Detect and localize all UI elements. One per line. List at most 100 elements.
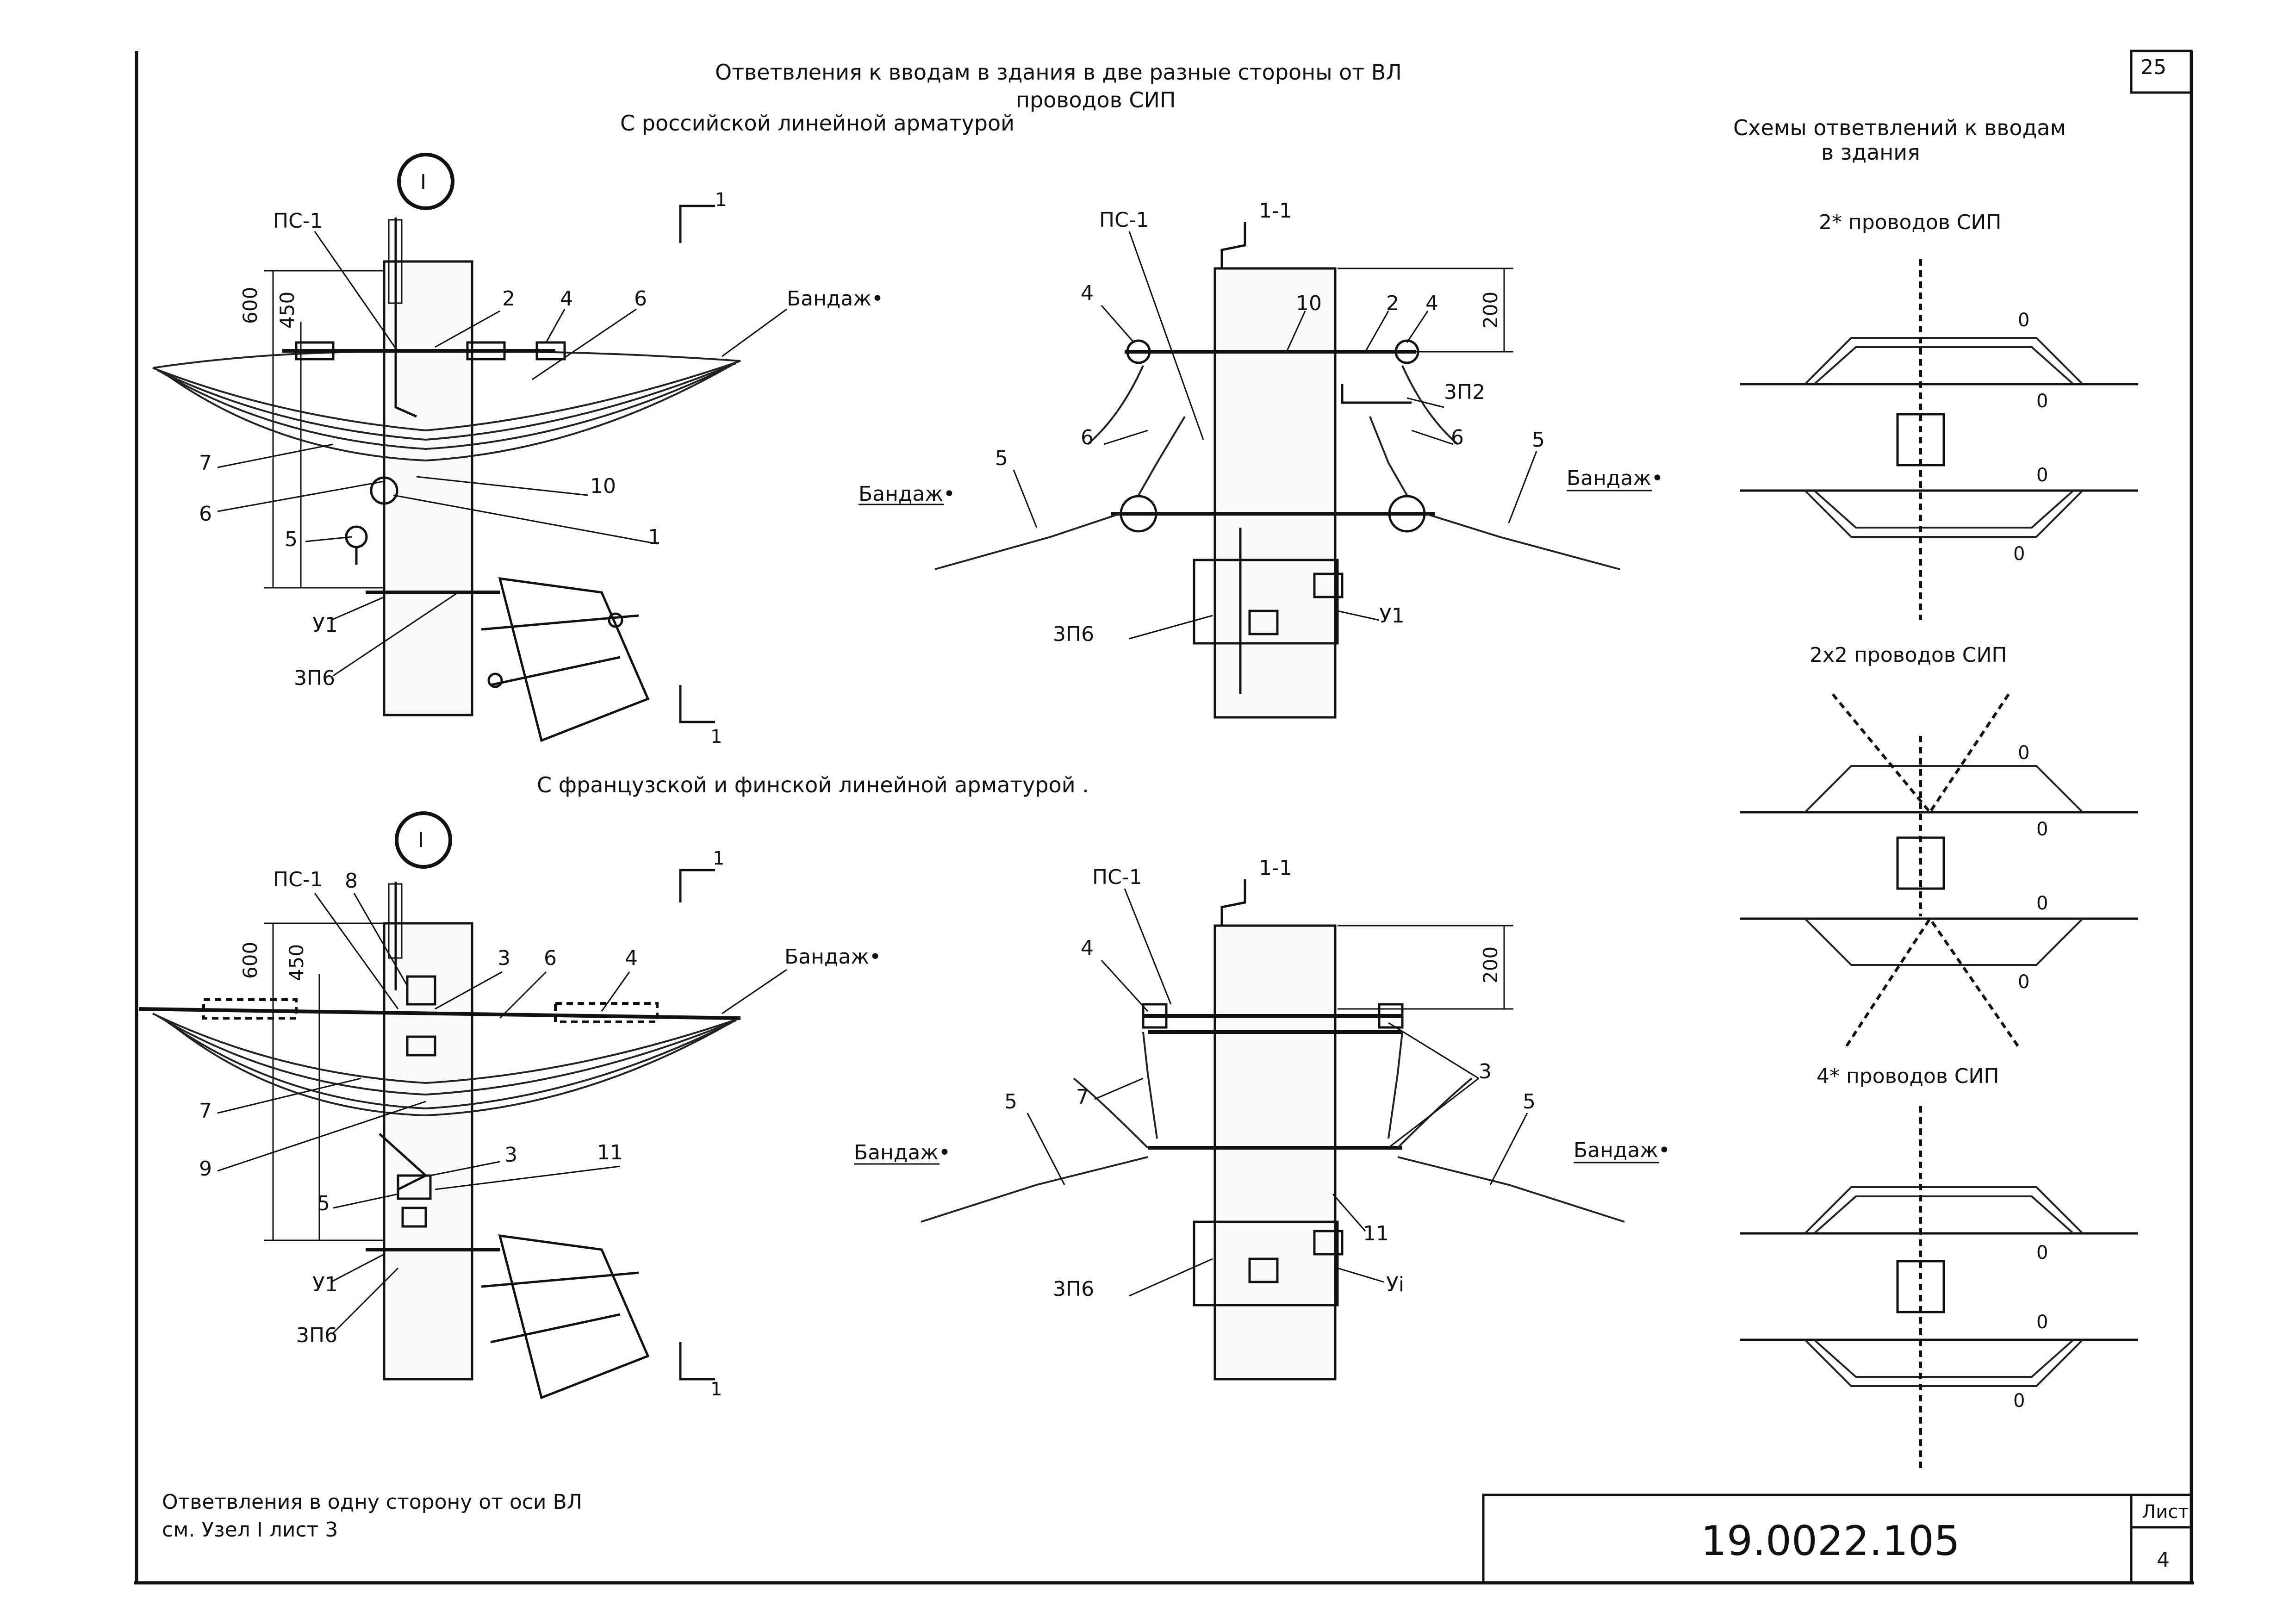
node-marker-label-2: I (418, 828, 424, 852)
callout-6-section-right: 6 (1451, 426, 1464, 449)
callout-5-b: 5 (317, 1192, 330, 1215)
callout-4-b: 4 (625, 946, 638, 970)
label-zp6-section: 3П6 (1053, 622, 1094, 646)
main-title-line1: Ответвления к вводам в здания в две разн… (715, 60, 1402, 85)
scheme2-mark-b: 0 (2036, 819, 2048, 840)
dim-200: 200 (1479, 292, 1502, 329)
cut-mark-bottom: 1 (710, 726, 722, 747)
callout-2-section: 2 (1386, 292, 1399, 315)
scheme-2-wires: 2* проводов СИП 0 0 0 0 (1740, 211, 2138, 620)
cut-mark-top-b: 1 (713, 848, 724, 869)
scheme-2x2-wires: 2x2 проводов СИП 0 0 0 0 (1740, 643, 2138, 1047)
callout-3-b-top: 3 (498, 946, 510, 970)
view-french-front: I 600 450 1 1 ПС-1 8 3 6 (138, 811, 881, 1400)
callout-9: 9 (199, 1157, 212, 1181)
callout-5: 5 (285, 528, 298, 551)
callout-4-section-left: 4 (1081, 281, 1094, 305)
callout-1: 1 (648, 525, 661, 549)
dim-450: 450 (276, 292, 299, 329)
section-label: 1-1 (1259, 199, 1292, 223)
label-bandage-section-left: Бандаж• (859, 482, 955, 506)
callout-6-section-left: 6 (1081, 426, 1094, 449)
document-number: 19.0022.105 (1701, 1517, 1960, 1565)
label-ps1-b: ПС-1 (273, 868, 323, 891)
callout-11-section-b: 11 (1363, 1222, 1389, 1245)
cut-mark-bottom-b: 1 (710, 1379, 722, 1400)
callout-10-section: 10 (1296, 292, 1322, 315)
label-bandage-b-front: Бандаж• (784, 945, 881, 969)
scheme1-mark-b: 0 (2036, 391, 2048, 412)
scheme1-mark-c: 0 (2036, 465, 2048, 486)
view-russian-front: I 600 450 1 1 ПС-1 (152, 153, 884, 747)
callout-6-left: 6 (199, 502, 212, 526)
view-french-section: 1-1 200 ПС-1 4 3 7 5 5 Бандаж• Бандаж• (854, 856, 1670, 1381)
label-ps1-section: ПС-1 (1099, 208, 1149, 232)
label-u1-b: У1 (312, 1273, 338, 1296)
russian-fittings-heading: С российской линейной арматурой (620, 111, 1014, 136)
label-bandage-section-right: Бандаж• (1567, 467, 1663, 490)
callout-6-b: 6 (544, 946, 557, 970)
scheme2-mark-a: 0 (2018, 742, 2029, 764)
main-title-line2: проводов СИП (1016, 87, 1176, 112)
sheet-number: 4 (2157, 1548, 2170, 1572)
node-marker-circle-2 (395, 811, 452, 869)
label-zp2: 3П2 (1444, 380, 1485, 404)
callout-7-b: 7 (199, 1099, 212, 1123)
callout-4-section-b: 4 (1081, 936, 1094, 960)
label-ps1: ПС-1 (273, 209, 323, 233)
dim-600-b: 600 (239, 942, 261, 979)
dim-600: 600 (239, 287, 261, 324)
label-zp6: 3П6 (294, 666, 335, 690)
scheme2-mark-c: 0 (2036, 893, 2048, 914)
sheet-label: Лист (2142, 1501, 2189, 1523)
scheme2-mark-d: 0 (2018, 971, 2029, 993)
node-marker-circle (397, 153, 454, 210)
callout-4: 4 (560, 287, 573, 311)
scheme1-mark-d: 0 (2013, 543, 2025, 565)
title-block (1482, 1493, 2193, 1584)
scheme-label-1: 2* проводов СИП (1819, 211, 2001, 234)
callout-10: 10 (590, 474, 616, 498)
scheme1-mark-a: 0 (2018, 310, 2029, 331)
dim-450-b: 450 (285, 944, 308, 981)
callout-5-section-left: 5 (995, 447, 1008, 470)
section-label-b: 1-1 (1259, 856, 1292, 880)
callout-6: 6 (634, 287, 647, 311)
scheme3-mark-a: 0 (2036, 1242, 2048, 1263)
callout-11-b: 11 (597, 1141, 623, 1164)
callout-3-b-mid: 3 (504, 1143, 517, 1167)
scheme-label-2: 2x2 проводов СИП (1810, 643, 2007, 667)
scheme3-mark-c: 0 (2013, 1390, 2025, 1412)
footnote-line1: Ответвления в одну сторону от оси ВЛ (162, 1490, 582, 1514)
label-u1-section: У1 (1379, 604, 1405, 628)
view-russian-section: 1-1 200 ПС-1 4 10 2 4 3П2 6 (859, 199, 1663, 719)
callout-5-section-b-right: 5 (1523, 1090, 1536, 1114)
corner-sheet-number: 25 (2140, 56, 2166, 79)
label-bandage-section-b-right: Бандаж• (1574, 1139, 1670, 1162)
label-u1: У1 (312, 613, 338, 637)
label-zp6-b: 3П6 (296, 1324, 337, 1347)
callout-8: 8 (345, 869, 358, 893)
schemes-heading-line2: в здания (1821, 140, 1920, 165)
callout-4-section-right: 4 (1425, 292, 1438, 315)
dim-200-b: 200 (1479, 946, 1502, 983)
french-finnish-heading: С французской и финской линейной арматур… (537, 772, 1089, 797)
scheme-4-wires: 4* проводов СИП 0 0 0 (1740, 1064, 2138, 1472)
label-zp6-section-b: 3П6 (1053, 1277, 1094, 1301)
node-marker-label: I (420, 170, 426, 194)
label-u1-section-b: Уi (1386, 1273, 1404, 1296)
scheme-label-3: 4* проводов СИП (1817, 1064, 1999, 1088)
label-bandage-top-front: Бандаж• (787, 287, 884, 311)
callout-7: 7 (199, 451, 212, 475)
cut-mark-top: 1 (715, 189, 727, 211)
callout-5-section-right: 5 (1532, 428, 1545, 452)
schemes-heading-line1: Схемы ответвлений к вводам (1733, 115, 2066, 140)
scheme3-mark-b: 0 (2036, 1312, 2048, 1333)
footnote-line2: см. Узел I лист 3 (162, 1518, 338, 1542)
label-ps1-section-b: ПС-1 (1092, 865, 1142, 889)
callout-2: 2 (502, 287, 515, 311)
callout-7-section-b: 7 (1076, 1085, 1089, 1109)
callout-5-section-b-left: 5 (1004, 1090, 1017, 1114)
callout-3-section-b: 3 (1479, 1060, 1492, 1083)
